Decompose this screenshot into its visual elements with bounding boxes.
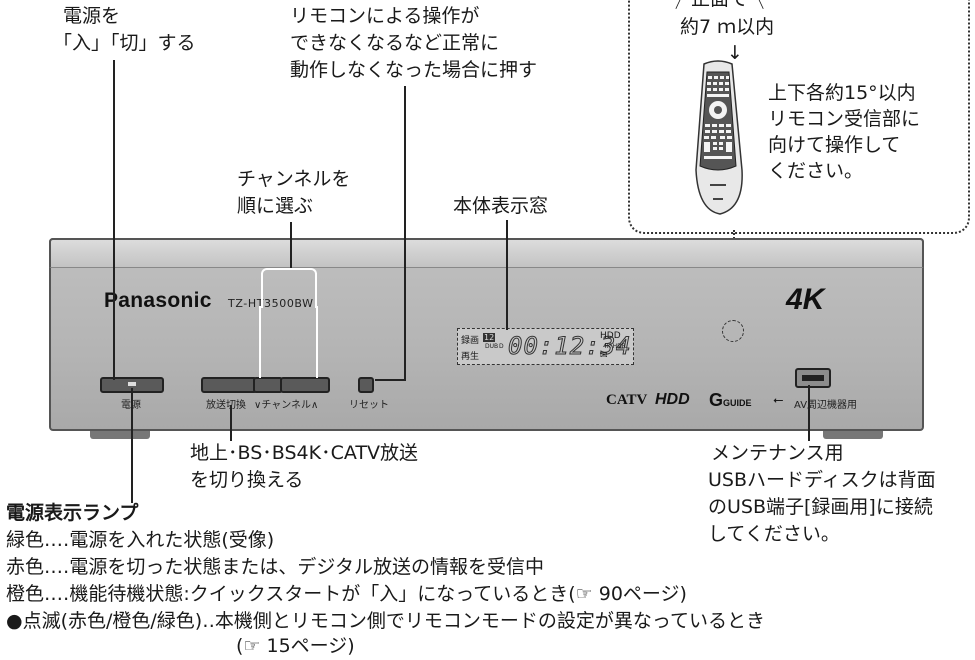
- mail-icon: ✉: [600, 351, 608, 361]
- lamp-line-orange: 橙色‥‥機能待機状態:クイックスタートが「入」になっているとき(☞ 90ページ): [6, 583, 687, 605]
- broadcast-callout-line-1: 地上･BS･BS4K･CATV放送: [190, 442, 418, 464]
- angle-line-2: リモコン受信部に: [768, 108, 921, 130]
- reset-button[interactable]: [358, 377, 374, 393]
- display-rec-nums: 12: [483, 333, 496, 342]
- recorder-top-panel: [49, 238, 924, 268]
- broadcast-callout-line-2: を切り換える: [190, 469, 304, 491]
- reset-callout-line-1: リモコンによる操作が: [290, 5, 480, 27]
- display-hdr: 4K HDR: [603, 343, 626, 350]
- display-rec: 録画: [461, 336, 480, 346]
- channel-callout-line-2: 順に選ぶ: [237, 195, 314, 217]
- display-callout: 本体表示窓: [453, 195, 549, 217]
- down-arrow-icon: ↓: [727, 42, 743, 64]
- lamp-line-green: 緑色‥‥電源を入れた状態(受像): [6, 529, 275, 551]
- lamp-line-red: 赤色‥‥電源を切った状態または、デジタル放送の情報を受信中: [6, 556, 544, 578]
- usb-port[interactable]: [795, 368, 831, 388]
- broadcast-switch-button[interactable]: [201, 377, 257, 393]
- display-play: 再生: [461, 352, 480, 362]
- broadcast-leader-line: [230, 405, 232, 441]
- reset-callout-line-3: 動作しなくなった場合に押す: [290, 59, 538, 81]
- display-time: 00:12:34: [508, 332, 632, 361]
- reset-leader-line-v: [404, 86, 406, 380]
- channel-up-button[interactable]: [280, 377, 330, 393]
- brand-logo: Panasonic: [104, 289, 212, 312]
- recorder-foot-left: [90, 431, 150, 439]
- 4k-badge: 4K: [786, 283, 825, 316]
- display-dub: DUB: [485, 343, 499, 350]
- channel-down-button[interactable]: [253, 377, 283, 393]
- guide-logo: GGUIDE: [709, 390, 752, 410]
- remote-range-box: [628, 0, 970, 234]
- channel-bracket-left: [259, 306, 261, 378]
- lamp-line-blink: ●点滅(赤色/橙色/緑色)‥本機側とリモコン側でリモコンモードの設定が異なってい…: [6, 610, 765, 632]
- usb-port-slot: [802, 375, 824, 381]
- lamp-leader-line: [131, 388, 133, 503]
- distance-text: 約7 ｍ以内: [680, 16, 775, 38]
- lamp-title: 電源表示ランプ: [6, 502, 139, 524]
- reset-button-label: リセット: [349, 400, 389, 411]
- reset-callout-line-2: できなくなるなど正常に: [290, 32, 500, 54]
- display-hdd: HDD: [600, 331, 621, 341]
- maint-callout-line-4: してください。: [708, 523, 840, 545]
- display-d: D: [499, 343, 504, 350]
- maint-callout-line-2: USBハードディスクは背面: [708, 469, 936, 491]
- power-lamp: [128, 382, 136, 386]
- switch-button-label: 放送切換: [206, 400, 246, 411]
- channel-bracket-right: [316, 306, 318, 378]
- guide-logo-text: GUIDE: [723, 398, 752, 408]
- usb-leader-line: [808, 385, 810, 441]
- usb-icon: ⭠: [773, 393, 784, 408]
- maint-callout-line-1: メンテナンス用: [711, 442, 844, 464]
- front-text: ／正面で＼: [669, 0, 771, 13]
- power-callout-line-1: 電源を: [63, 5, 121, 27]
- hdd-logo: HDD: [655, 391, 690, 408]
- channel-leader-line-v: [290, 222, 292, 269]
- front-display-window: 録画 12 DUB D 再生 00:12:34 HDD 4K HDR ✉: [457, 328, 634, 365]
- maint-callout-line-3: のUSB端子[録画用]に接続: [708, 496, 933, 518]
- power-callout-line-2: 「入」「切」する: [53, 32, 196, 54]
- power-leader-line: [113, 60, 115, 380]
- remote-sensor: [722, 320, 744, 342]
- recorder-foot-right: [823, 431, 883, 439]
- channel-bracket: [261, 268, 317, 308]
- angle-line-3: 向けて操作して: [768, 134, 901, 156]
- catv-logo: CATV: [606, 392, 648, 408]
- angle-line-1: 上下各約15°以内: [768, 82, 916, 104]
- usb-port-label: AV周辺機器用: [794, 400, 858, 411]
- angle-line-4: ください。: [768, 160, 864, 182]
- model-number: TZ-HT3500BW: [228, 297, 314, 310]
- remote-control-icon: [695, 60, 743, 215]
- lamp-line-ref: (☞ 15ページ): [236, 635, 355, 657]
- reset-leader-line-h: [375, 379, 406, 381]
- channel-button-label: ∨チャンネル∧: [254, 400, 319, 411]
- display-leader-line: [506, 220, 508, 330]
- channel-callout-line-1: チャンネルを: [237, 168, 351, 190]
